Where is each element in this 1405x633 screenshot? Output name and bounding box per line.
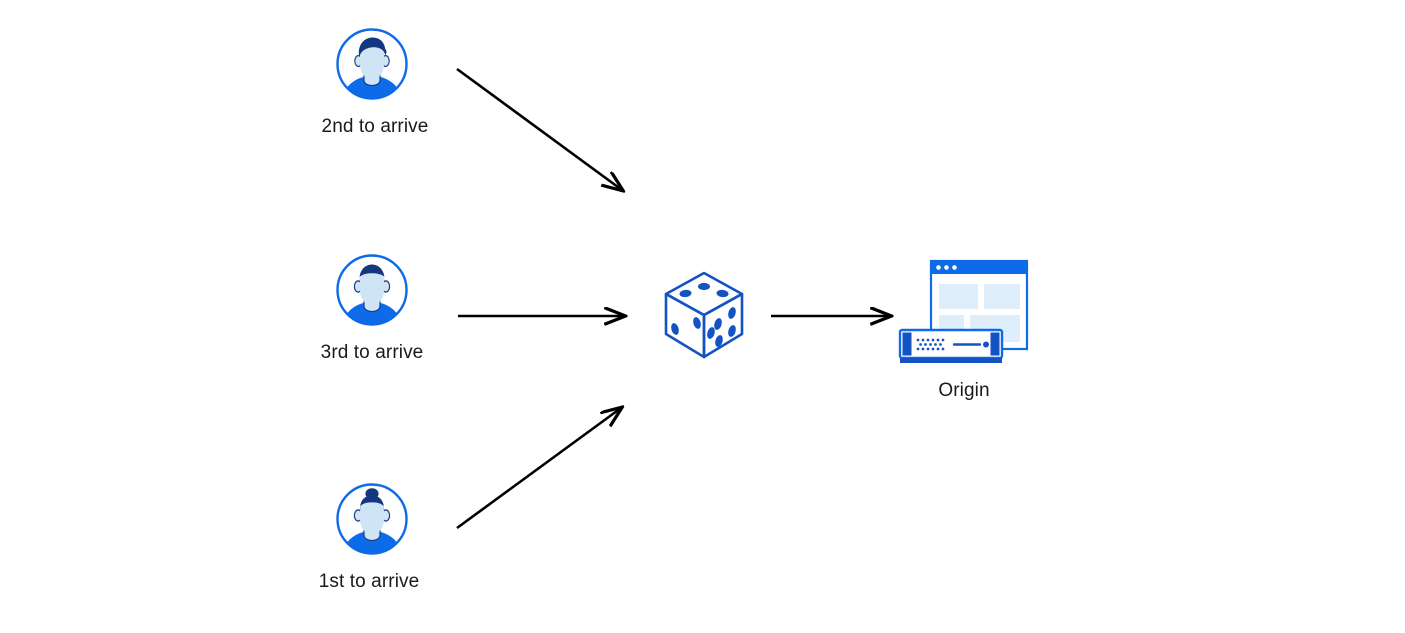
- origin-server-icon: [898, 259, 1029, 363]
- arrow-2nd-to-dice: [456, 67, 622, 190]
- router-appliance: [898, 328, 1004, 363]
- label-visitor-2nd: 2nd to arrive: [321, 116, 429, 137]
- user-avatar-icon: [336, 254, 408, 326]
- node-visitor-1st[interactable]: [334, 481, 410, 557]
- node-visitor-2nd[interactable]: [334, 26, 410, 102]
- node-randomizer[interactable]: [659, 269, 749, 361]
- dice-icon: [664, 271, 744, 359]
- user-avatar-icon: [336, 483, 408, 555]
- node-visitor-3rd[interactable]: [334, 252, 410, 328]
- dice-pips-left: [671, 317, 701, 335]
- arrow-1st-to-dice: [456, 408, 621, 530]
- router-vent-dots: [916, 338, 945, 351]
- node-origin[interactable]: [896, 258, 1036, 363]
- dice-pips-top: [679, 282, 729, 298]
- label-visitor-3rd: 3rd to arrive: [320, 342, 424, 363]
- label-origin: Origin: [938, 380, 990, 401]
- user-avatar-icon: [336, 28, 408, 100]
- label-visitor-1st: 1st to arrive: [318, 571, 420, 592]
- dice-pips-right: [707, 307, 736, 347]
